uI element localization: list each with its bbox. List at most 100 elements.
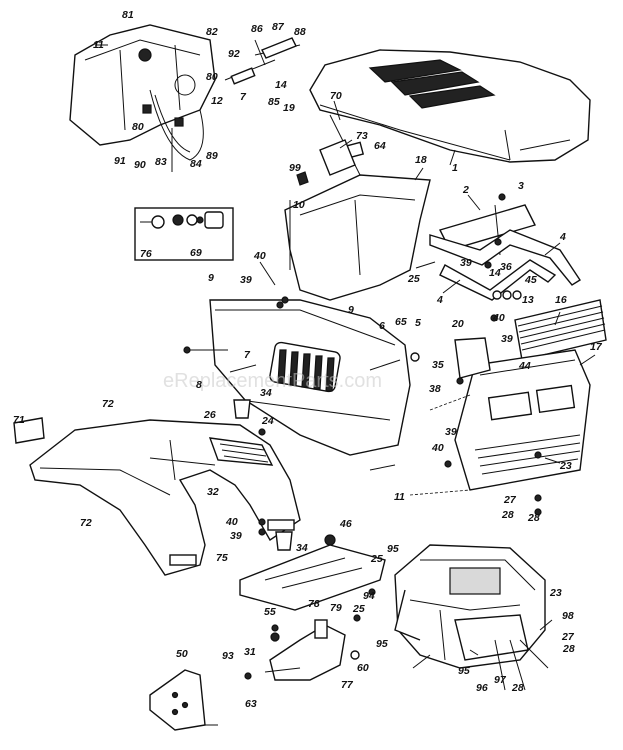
callout-70: 70 bbox=[330, 90, 342, 102]
callout-28: 28 bbox=[501, 509, 514, 521]
callout-7: 7 bbox=[244, 349, 251, 361]
callout-98: 98 bbox=[562, 610, 574, 622]
callout-82: 82 bbox=[206, 26, 218, 38]
callout-45: 45 bbox=[524, 274, 537, 286]
callout-24: 24 bbox=[261, 415, 274, 427]
front-panel bbox=[409, 337, 591, 496]
callout-12: 12 bbox=[211, 95, 223, 107]
callout-25: 25 bbox=[407, 273, 420, 285]
dash-panel-upper bbox=[284, 114, 431, 301]
callout-28: 28 bbox=[562, 643, 575, 655]
callout-28: 28 bbox=[511, 682, 524, 694]
callout-39: 39 bbox=[445, 426, 457, 438]
callout-94: 94 bbox=[363, 590, 375, 602]
callout-11: 11 bbox=[394, 491, 405, 503]
callout-71: 71 bbox=[13, 414, 25, 426]
fender bbox=[13, 417, 301, 576]
callout-40: 40 bbox=[431, 442, 444, 454]
callout-76: 76 bbox=[140, 248, 152, 260]
callout-5: 5 bbox=[415, 317, 421, 329]
callout-86: 86 bbox=[251, 23, 263, 35]
callout-2: 2 bbox=[462, 184, 469, 196]
callout-1: 1 bbox=[452, 162, 458, 174]
support-bracket bbox=[429, 204, 581, 301]
callout-9: 9 bbox=[348, 304, 354, 316]
callout-23: 23 bbox=[559, 460, 572, 472]
fastener-kit bbox=[134, 207, 234, 261]
callout-11: 11 bbox=[93, 39, 104, 51]
knob bbox=[233, 399, 336, 551]
callout-90: 90 bbox=[134, 159, 146, 171]
callout-38: 38 bbox=[429, 383, 441, 395]
callout-19: 19 bbox=[283, 102, 295, 114]
callout-84: 84 bbox=[190, 158, 202, 170]
callout-89: 89 bbox=[206, 150, 218, 162]
callout-4: 4 bbox=[559, 231, 566, 243]
callout-14: 14 bbox=[275, 79, 287, 91]
callout-32: 32 bbox=[207, 486, 219, 498]
callout-46: 46 bbox=[339, 518, 352, 530]
callout-39: 39 bbox=[240, 274, 252, 286]
leader-lines bbox=[259, 100, 596, 669]
callout-28: 28 bbox=[527, 512, 540, 524]
bracket bbox=[149, 669, 218, 731]
callout-44: 44 bbox=[518, 360, 531, 372]
engine bbox=[394, 544, 549, 691]
callout-4: 4 bbox=[436, 294, 443, 306]
callout-14: 14 bbox=[489, 267, 501, 279]
callout-10: 10 bbox=[293, 199, 305, 211]
callout-8: 8 bbox=[196, 379, 202, 391]
callout-40: 40 bbox=[492, 312, 505, 324]
callout-72: 72 bbox=[102, 398, 114, 410]
callout-83: 83 bbox=[155, 156, 167, 168]
callout-3: 3 bbox=[518, 180, 524, 192]
callout-34: 34 bbox=[296, 542, 308, 554]
dash-panel-lower bbox=[183, 299, 420, 456]
callout-79: 79 bbox=[330, 602, 342, 614]
callout-91: 91 bbox=[114, 155, 126, 167]
callout-7: 7 bbox=[240, 91, 247, 103]
callout-95: 95 bbox=[387, 543, 399, 555]
callout-75: 75 bbox=[216, 552, 228, 564]
callout-97: 97 bbox=[494, 674, 507, 686]
callout-88: 88 bbox=[294, 26, 306, 38]
watermark-text: eReplacementParts.com bbox=[163, 370, 382, 392]
callout-27: 27 bbox=[561, 631, 575, 643]
callout-35: 35 bbox=[432, 359, 444, 371]
callout-40: 40 bbox=[253, 250, 266, 262]
callout-18: 18 bbox=[415, 154, 427, 166]
callout-78: 78 bbox=[308, 598, 320, 610]
callout-39: 39 bbox=[230, 530, 242, 542]
callout-23: 23 bbox=[549, 587, 562, 599]
callout-20: 20 bbox=[451, 318, 464, 330]
callout-72: 72 bbox=[80, 517, 92, 529]
callout-26: 26 bbox=[203, 409, 216, 421]
callout-39: 39 bbox=[460, 257, 472, 269]
grille bbox=[514, 299, 607, 361]
callout-95: 95 bbox=[458, 665, 470, 677]
callout-96: 96 bbox=[476, 682, 488, 694]
callout-55: 55 bbox=[264, 606, 276, 618]
callout-95: 95 bbox=[376, 638, 388, 650]
callout-27: 27 bbox=[503, 494, 517, 506]
callout-50: 50 bbox=[176, 648, 188, 660]
callout-65: 65 bbox=[395, 316, 407, 328]
callout-80: 80 bbox=[132, 121, 144, 133]
callout-87: 87 bbox=[272, 21, 285, 33]
callout-labels: 81 11 82 86 87 88 92 14 80 12 7 85 80 91… bbox=[13, 9, 603, 710]
callout-92: 92 bbox=[228, 48, 240, 60]
callout-99: 99 bbox=[289, 162, 301, 174]
callout-63: 63 bbox=[245, 698, 257, 710]
linkage bbox=[264, 619, 360, 681]
fasteners bbox=[215, 193, 542, 680]
callout-13: 13 bbox=[522, 294, 534, 306]
platform bbox=[239, 544, 386, 611]
callout-60: 60 bbox=[357, 662, 369, 674]
callout-39: 39 bbox=[501, 333, 513, 345]
callout-85: 85 bbox=[268, 96, 280, 108]
callout-9: 9 bbox=[208, 272, 214, 284]
callout-36: 36 bbox=[500, 261, 512, 273]
callout-81: 81 bbox=[122, 9, 134, 21]
callout-6: 6 bbox=[379, 320, 385, 332]
